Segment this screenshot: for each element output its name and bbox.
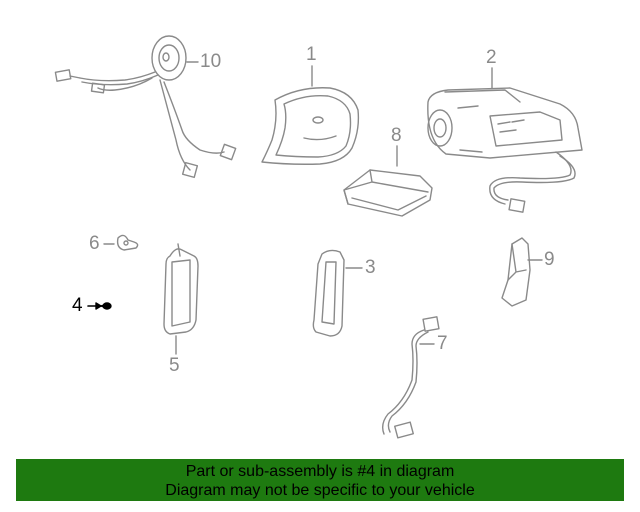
- callout-7: 7: [437, 333, 448, 354]
- part-1-airbag-module: [261, 87, 360, 165]
- callout-4: 4: [72, 295, 83, 316]
- part-notice-banner: Part or sub-assembly is #4 in diagram Di…: [16, 459, 624, 501]
- callout-2: 2: [486, 47, 497, 68]
- callout-10: 10: [200, 51, 222, 72]
- part-7-sensor-harness: [381, 316, 440, 439]
- exploded-parts-diagram: [54, 35, 583, 439]
- callout-8: 8: [391, 125, 402, 146]
- part-3-trim-cover: [312, 249, 345, 337]
- part-4-bolt: [87, 302, 112, 310]
- banner-line-part: Part or sub-assembly is #4 in diagram: [185, 463, 455, 480]
- callout-5: 5: [169, 355, 180, 376]
- part-10-clock-spring: [54, 35, 237, 179]
- part-5-side-airbag: [163, 243, 199, 335]
- part-9-bracket: [501, 237, 531, 307]
- callout-3: 3: [365, 257, 376, 278]
- banner-line-disclaimer: Diagram may not be specific to your vehi…: [165, 482, 475, 499]
- part-6-clip: [116, 234, 139, 251]
- callout-6: 6: [89, 233, 100, 254]
- callout-9: 9: [544, 249, 555, 270]
- callout-1: 1: [306, 44, 317, 65]
- part-8-sensing-module: [343, 169, 433, 217]
- part-2-passenger-airbag: [427, 87, 583, 213]
